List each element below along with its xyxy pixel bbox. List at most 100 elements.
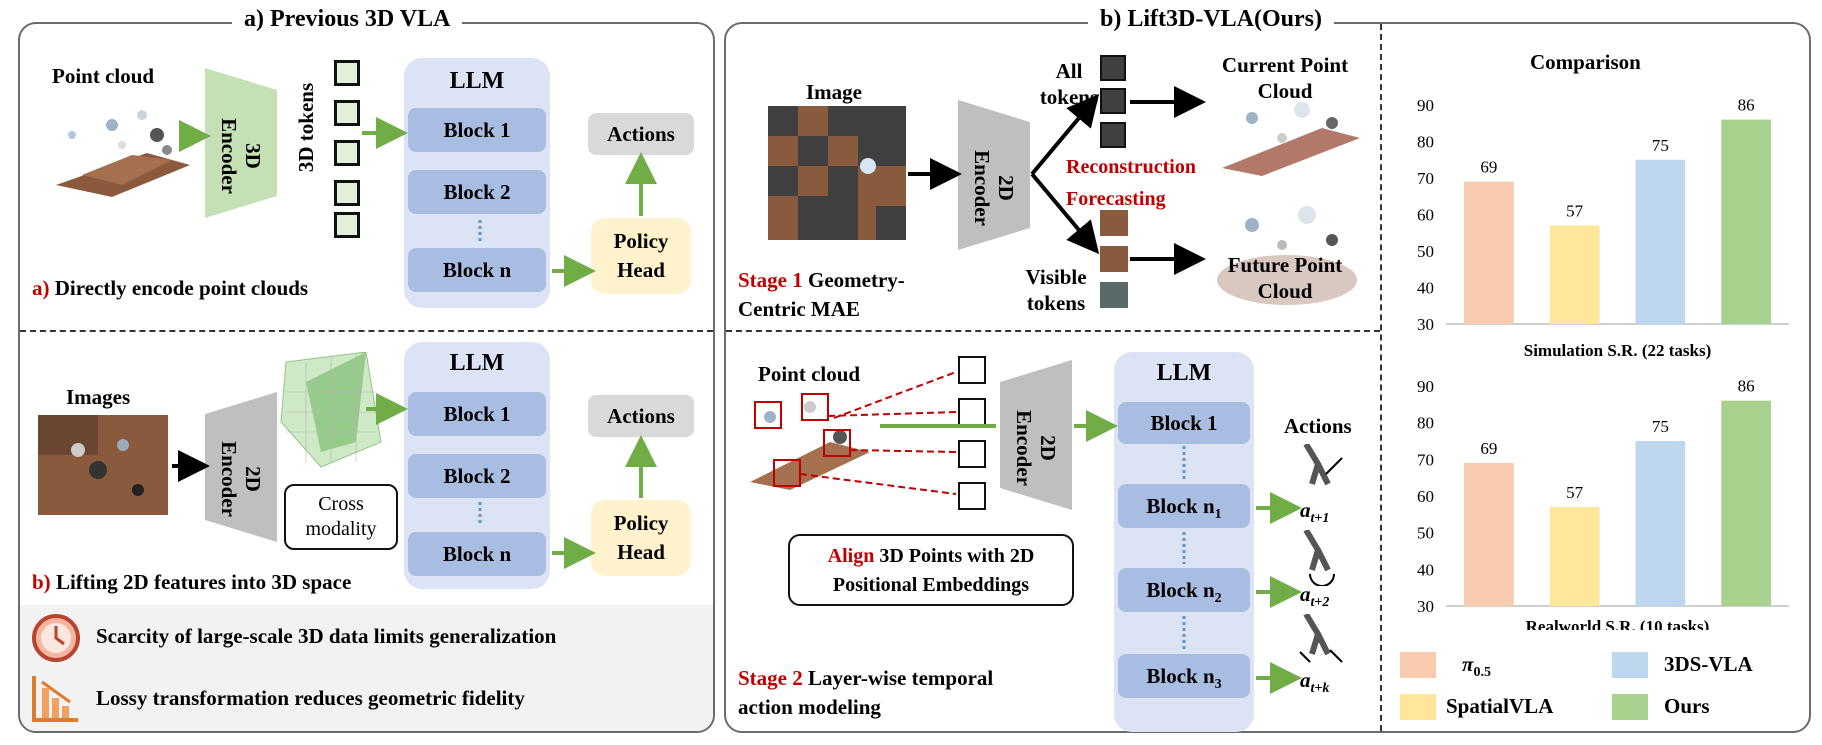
3d-token bbox=[334, 180, 360, 206]
y-tick-label: 40 bbox=[1417, 279, 1434, 298]
align-box: Align 3D Points with 2D Positional Embed… bbox=[788, 534, 1074, 606]
limitation-text: Scarcity of large-scale 3D data limits g… bbox=[96, 624, 557, 648]
panel-b-vertical-divider bbox=[1380, 24, 1382, 731]
data-label: 86 bbox=[1738, 96, 1755, 115]
llm-title: LLM bbox=[449, 68, 505, 94]
policy-head: Policy Head bbox=[591, 218, 691, 294]
data-label: 86 bbox=[1738, 377, 1755, 396]
patch-token bbox=[958, 356, 986, 384]
y-tick-label: 40 bbox=[1417, 560, 1434, 579]
visible-tokens-label: Visible tokens bbox=[1025, 265, 1087, 315]
actions-box: Actions bbox=[588, 113, 694, 155]
action-output: at+k bbox=[1300, 668, 1330, 697]
3d-encoder bbox=[205, 68, 277, 218]
stage1-caption: Stage 1 Geometry-Centric MAE bbox=[738, 268, 905, 321]
y-tick-label: 60 bbox=[1417, 206, 1434, 225]
robot-gripper-icon bbox=[1299, 614, 1343, 663]
images-label: Images bbox=[66, 385, 131, 409]
y-tick-label: 80 bbox=[1417, 133, 1434, 152]
y-tick-label: 50 bbox=[1417, 524, 1434, 543]
future-point-cloud-label: Future Point Cloud bbox=[1227, 253, 1343, 303]
panel-a-title: a) Previous 3D VLA bbox=[232, 6, 463, 33]
panel-b-divider bbox=[726, 330, 1380, 332]
legend-label: π0.5 bbox=[1462, 652, 1491, 681]
stage2-caption: Stage 2 Layer-wise temporal action model… bbox=[738, 666, 994, 719]
2d-encoder-stage2 bbox=[1000, 360, 1072, 510]
comparison-title: Comparison bbox=[1530, 50, 1641, 74]
y-tick-label: 30 bbox=[1417, 597, 1434, 616]
action-output: at+2 bbox=[1300, 582, 1330, 611]
llm-block-n1: Block n1 bbox=[1118, 484, 1250, 528]
limitation-text: Lossy transformation reduces geometric f… bbox=[96, 686, 525, 710]
data-label: 57 bbox=[1566, 483, 1584, 502]
limitations-area bbox=[20, 605, 713, 731]
robot-gripper-icon bbox=[1303, 530, 1335, 586]
y-tick-label: 90 bbox=[1417, 377, 1434, 396]
panel-b-title: b) Lift3D-VLA(Ours) bbox=[1088, 6, 1334, 33]
llm-container: LLM Block 1 Block 2 Block n bbox=[404, 58, 550, 308]
llm-title: LLM bbox=[449, 350, 505, 376]
3d-token bbox=[334, 100, 360, 126]
llm-block-2: Block 2 bbox=[408, 170, 546, 214]
robot-gripper-icon bbox=[1303, 444, 1343, 486]
legend-swatch bbox=[1400, 652, 1436, 678]
bar bbox=[1721, 400, 1771, 606]
2d-encoder-a bbox=[205, 392, 277, 542]
bar bbox=[1464, 181, 1514, 324]
legend-swatch bbox=[1400, 694, 1436, 720]
legend-swatch bbox=[1612, 694, 1648, 720]
3d-token bbox=[334, 212, 360, 238]
declining-bars-icon bbox=[32, 676, 78, 722]
action-output: at+1 bbox=[1300, 498, 1330, 527]
visible-token bbox=[1100, 246, 1128, 272]
caption-a: a) Directly encode point clouds bbox=[32, 276, 309, 300]
point-cloud-image bbox=[56, 110, 190, 197]
legend-label: 3DS-VLA bbox=[1664, 652, 1753, 676]
data-label: 57 bbox=[1566, 201, 1584, 220]
all-token bbox=[1100, 55, 1126, 81]
policy-head: Policy Head bbox=[591, 500, 691, 576]
legend-swatch bbox=[1612, 652, 1648, 678]
llm-container-stage2: LLM Block 1 Block n1 Block n2 Block n3 bbox=[1114, 352, 1254, 732]
bar bbox=[1549, 225, 1600, 324]
llm-container-b: LLM Block 1 Block 2 Block n bbox=[404, 342, 550, 589]
current-point-cloud-label: Current Point Cloud bbox=[1221, 53, 1349, 103]
data-label: 69 bbox=[1480, 158, 1497, 177]
patch-token bbox=[958, 482, 986, 510]
bar bbox=[1635, 441, 1686, 606]
y-tick-label: 30 bbox=[1417, 315, 1434, 334]
llm-block-2: Block 2 bbox=[408, 454, 546, 498]
y-tick-label: 80 bbox=[1417, 414, 1434, 433]
bar bbox=[1549, 507, 1600, 606]
y-tick-label: 50 bbox=[1417, 242, 1434, 261]
current-point-cloud bbox=[1222, 102, 1360, 176]
visible-token bbox=[1100, 282, 1128, 308]
x-axis-label: Simulation S.R. (22 tasks) bbox=[1524, 341, 1712, 360]
legend-label: SpatialVLA bbox=[1446, 694, 1554, 718]
bar bbox=[1464, 463, 1514, 606]
image-label: Image bbox=[806, 80, 862, 104]
y-tick-label: 70 bbox=[1417, 169, 1434, 188]
2d-encoder-stage1 bbox=[958, 100, 1030, 250]
data-label: 75 bbox=[1652, 136, 1669, 155]
all-token bbox=[1100, 88, 1126, 114]
y-tick-label: 60 bbox=[1417, 487, 1434, 506]
all-token bbox=[1100, 122, 1126, 148]
future-point-cloud bbox=[1217, 206, 1357, 305]
panel-a-divider bbox=[20, 330, 713, 332]
caption-b: b) Lifting 2D features into 3D space bbox=[32, 570, 352, 594]
point-cloud-label: Point cloud bbox=[52, 64, 155, 88]
x-axis-label: Realworld S.R. (10 tasks) bbox=[1526, 617, 1710, 630]
data-label: 75 bbox=[1652, 417, 1669, 436]
bar bbox=[1721, 119, 1771, 324]
3d-feature-volume bbox=[280, 352, 382, 468]
bar bbox=[1635, 159, 1686, 324]
clock-icon bbox=[32, 614, 80, 662]
y-tick-label: 90 bbox=[1417, 96, 1434, 115]
actions-label: Actions bbox=[1284, 414, 1352, 438]
llm-block-1: Block 1 bbox=[408, 108, 546, 152]
